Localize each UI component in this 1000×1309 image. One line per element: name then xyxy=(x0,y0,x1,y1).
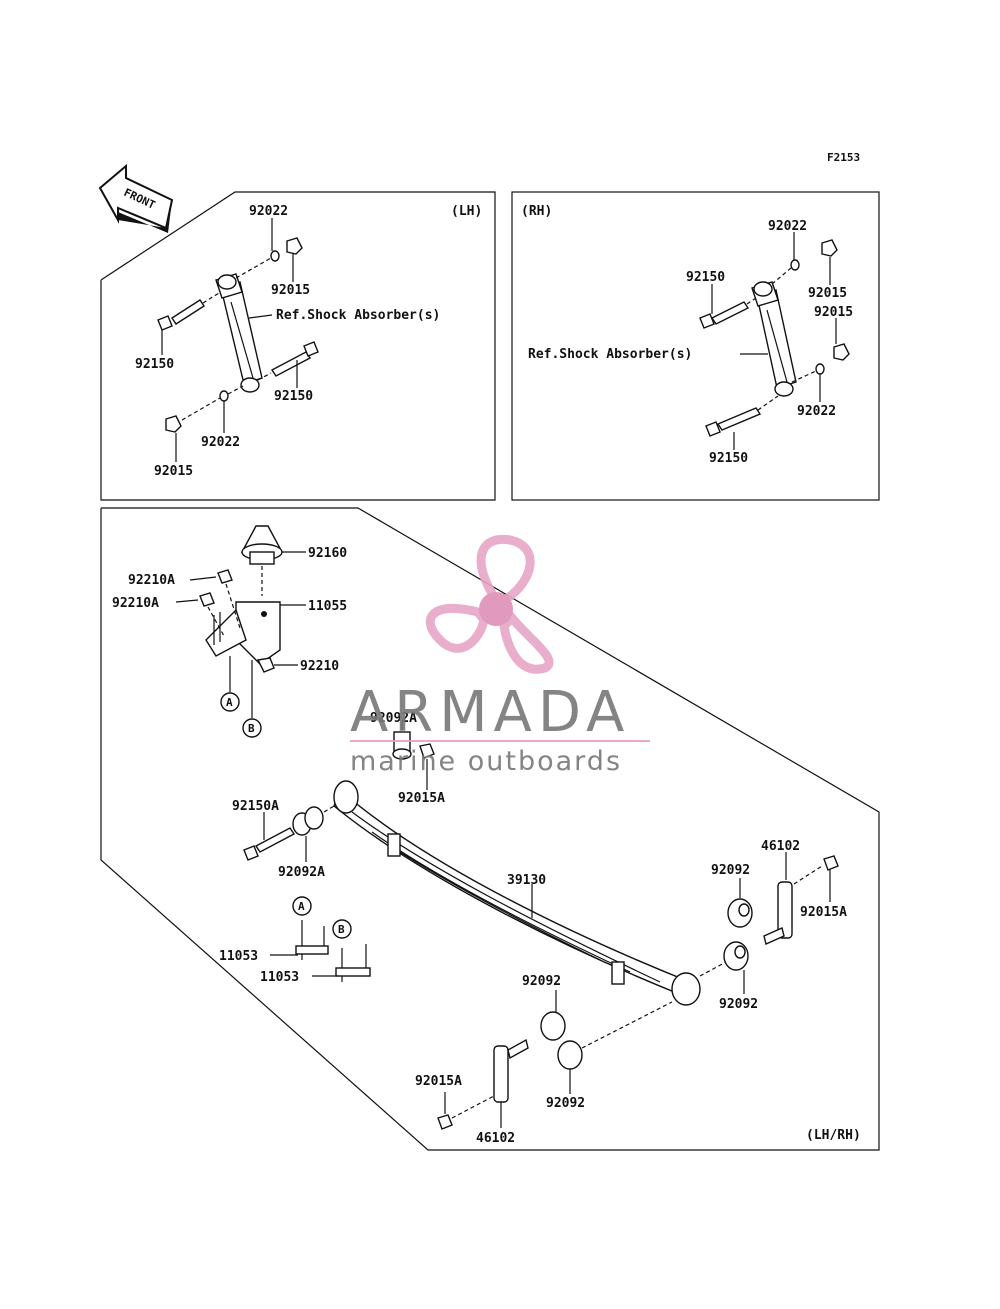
part-number: 92092 xyxy=(719,997,758,1012)
rh-panel-title: (RH) xyxy=(521,204,552,219)
front-arrow-icon: FRONT xyxy=(98,163,174,233)
bushing-icon xyxy=(557,1040,583,1070)
brand-name: ARMADA xyxy=(350,680,630,745)
rh-top-bolt-icon xyxy=(699,301,750,329)
part-number: 92015 xyxy=(808,286,847,301)
ref-shock-absorber-label: Ref.Shock Absorber(s) xyxy=(528,347,692,362)
lh-top-nut-icon xyxy=(286,237,303,255)
armada-watermark: ARMADA marine outboards xyxy=(350,534,650,777)
part-number: 92015A xyxy=(398,791,445,806)
ref-circle-a xyxy=(220,692,240,712)
part-number: 92092A xyxy=(370,711,417,726)
ref-shock-absorber-label: Ref.Shock Absorber(s) xyxy=(276,308,440,323)
u-bolt-icon xyxy=(295,920,329,960)
rh-panel: (RH) 92022 92150 xyxy=(511,191,880,501)
part-number: 92150 xyxy=(686,270,725,285)
ref-letter: B xyxy=(338,923,345,936)
bushing-icon xyxy=(727,898,753,928)
part-number: 92150 xyxy=(709,451,748,466)
rh-bottom-bolt-icon xyxy=(705,407,762,437)
part-number: 92150A xyxy=(232,799,279,814)
lh-top-bolt-icon xyxy=(157,299,205,331)
nut-icon xyxy=(437,1114,453,1130)
part-number: 92022 xyxy=(249,204,288,219)
lh-shock-absorber-icon xyxy=(215,273,263,393)
part-number: 92022 xyxy=(797,404,836,419)
bump-stop-icon xyxy=(240,525,284,565)
ref-letter: A xyxy=(298,900,305,913)
lh-bottom-washer-icon xyxy=(219,390,229,402)
part-number: 46102 xyxy=(476,1131,515,1146)
nut-icon xyxy=(419,743,435,759)
rh-top-nut-icon xyxy=(821,239,838,257)
rh-top-washer-icon xyxy=(790,259,800,271)
nut-icon xyxy=(199,592,215,607)
part-number: 92092A xyxy=(278,865,325,880)
part-number: 92150 xyxy=(135,357,174,372)
part-number: 92150 xyxy=(274,389,313,404)
part-number: 92210A xyxy=(112,596,159,611)
part-number: 92210 xyxy=(300,659,339,674)
lh-top-washer-icon xyxy=(270,250,280,262)
rh-mid-nut-icon xyxy=(833,343,850,361)
part-number: 92022 xyxy=(768,219,807,234)
part-number: 11055 xyxy=(308,599,347,614)
part-number: 92015 xyxy=(154,464,193,479)
part-number: 92092 xyxy=(546,1096,585,1111)
nut-icon xyxy=(823,855,839,871)
ref-circle-b xyxy=(242,718,262,738)
bracket-icon xyxy=(205,601,281,665)
ref-letter: A xyxy=(226,696,233,709)
rh-shock-absorber-icon xyxy=(751,281,797,397)
bushing-icon xyxy=(723,941,749,971)
shackle-icon xyxy=(763,881,793,945)
part-number: 92092 xyxy=(711,863,750,878)
figure-code: F2153 xyxy=(827,151,860,164)
shackle-icon xyxy=(493,1038,529,1103)
part-number: 92015 xyxy=(814,305,853,320)
part-number: 92092 xyxy=(522,974,561,989)
part-number: 92015 xyxy=(271,283,310,298)
lh-panel-frame xyxy=(100,191,496,501)
u-bolt-icon xyxy=(335,944,371,982)
nut-icon xyxy=(217,569,233,584)
leaf-spring-icon xyxy=(333,780,701,1006)
rh-panel-frame xyxy=(511,191,880,501)
main-panel-frame xyxy=(100,507,880,1151)
brand-tagline: marine outboards xyxy=(350,746,622,777)
part-number: 92210A xyxy=(128,573,175,588)
bolt-icon xyxy=(243,827,296,861)
lh-bottom-nut-icon xyxy=(165,415,182,433)
part-number: 92015A xyxy=(415,1074,462,1089)
part-number: 92160 xyxy=(308,546,347,561)
part-number: 11053 xyxy=(219,949,258,964)
bushing-icon xyxy=(540,1011,566,1041)
part-number: 11053 xyxy=(260,970,299,985)
lh-bottom-bolt-icon xyxy=(270,341,319,377)
lh-panel: (LH) xyxy=(100,191,496,501)
part-number: 92015A xyxy=(800,905,847,920)
bushing-icon xyxy=(392,731,412,760)
main-panel-title: (LH/RH) xyxy=(806,1128,861,1143)
propeller-logo-icon xyxy=(425,534,554,674)
part-number: 39130 xyxy=(507,873,546,888)
part-number: 46102 xyxy=(761,839,800,854)
part-number: 92022 xyxy=(201,435,240,450)
main-panel: (LH/RH) 92160 11055 9221 xyxy=(100,507,880,1151)
rh-bottom-washer-icon xyxy=(815,363,825,375)
ref-circle-a xyxy=(292,896,312,916)
bushing-icon xyxy=(292,806,324,836)
nut-icon xyxy=(256,657,275,673)
lh-panel-title: (LH) xyxy=(451,204,482,219)
ref-letter: B xyxy=(248,722,255,735)
ref-circle-b xyxy=(332,919,352,939)
